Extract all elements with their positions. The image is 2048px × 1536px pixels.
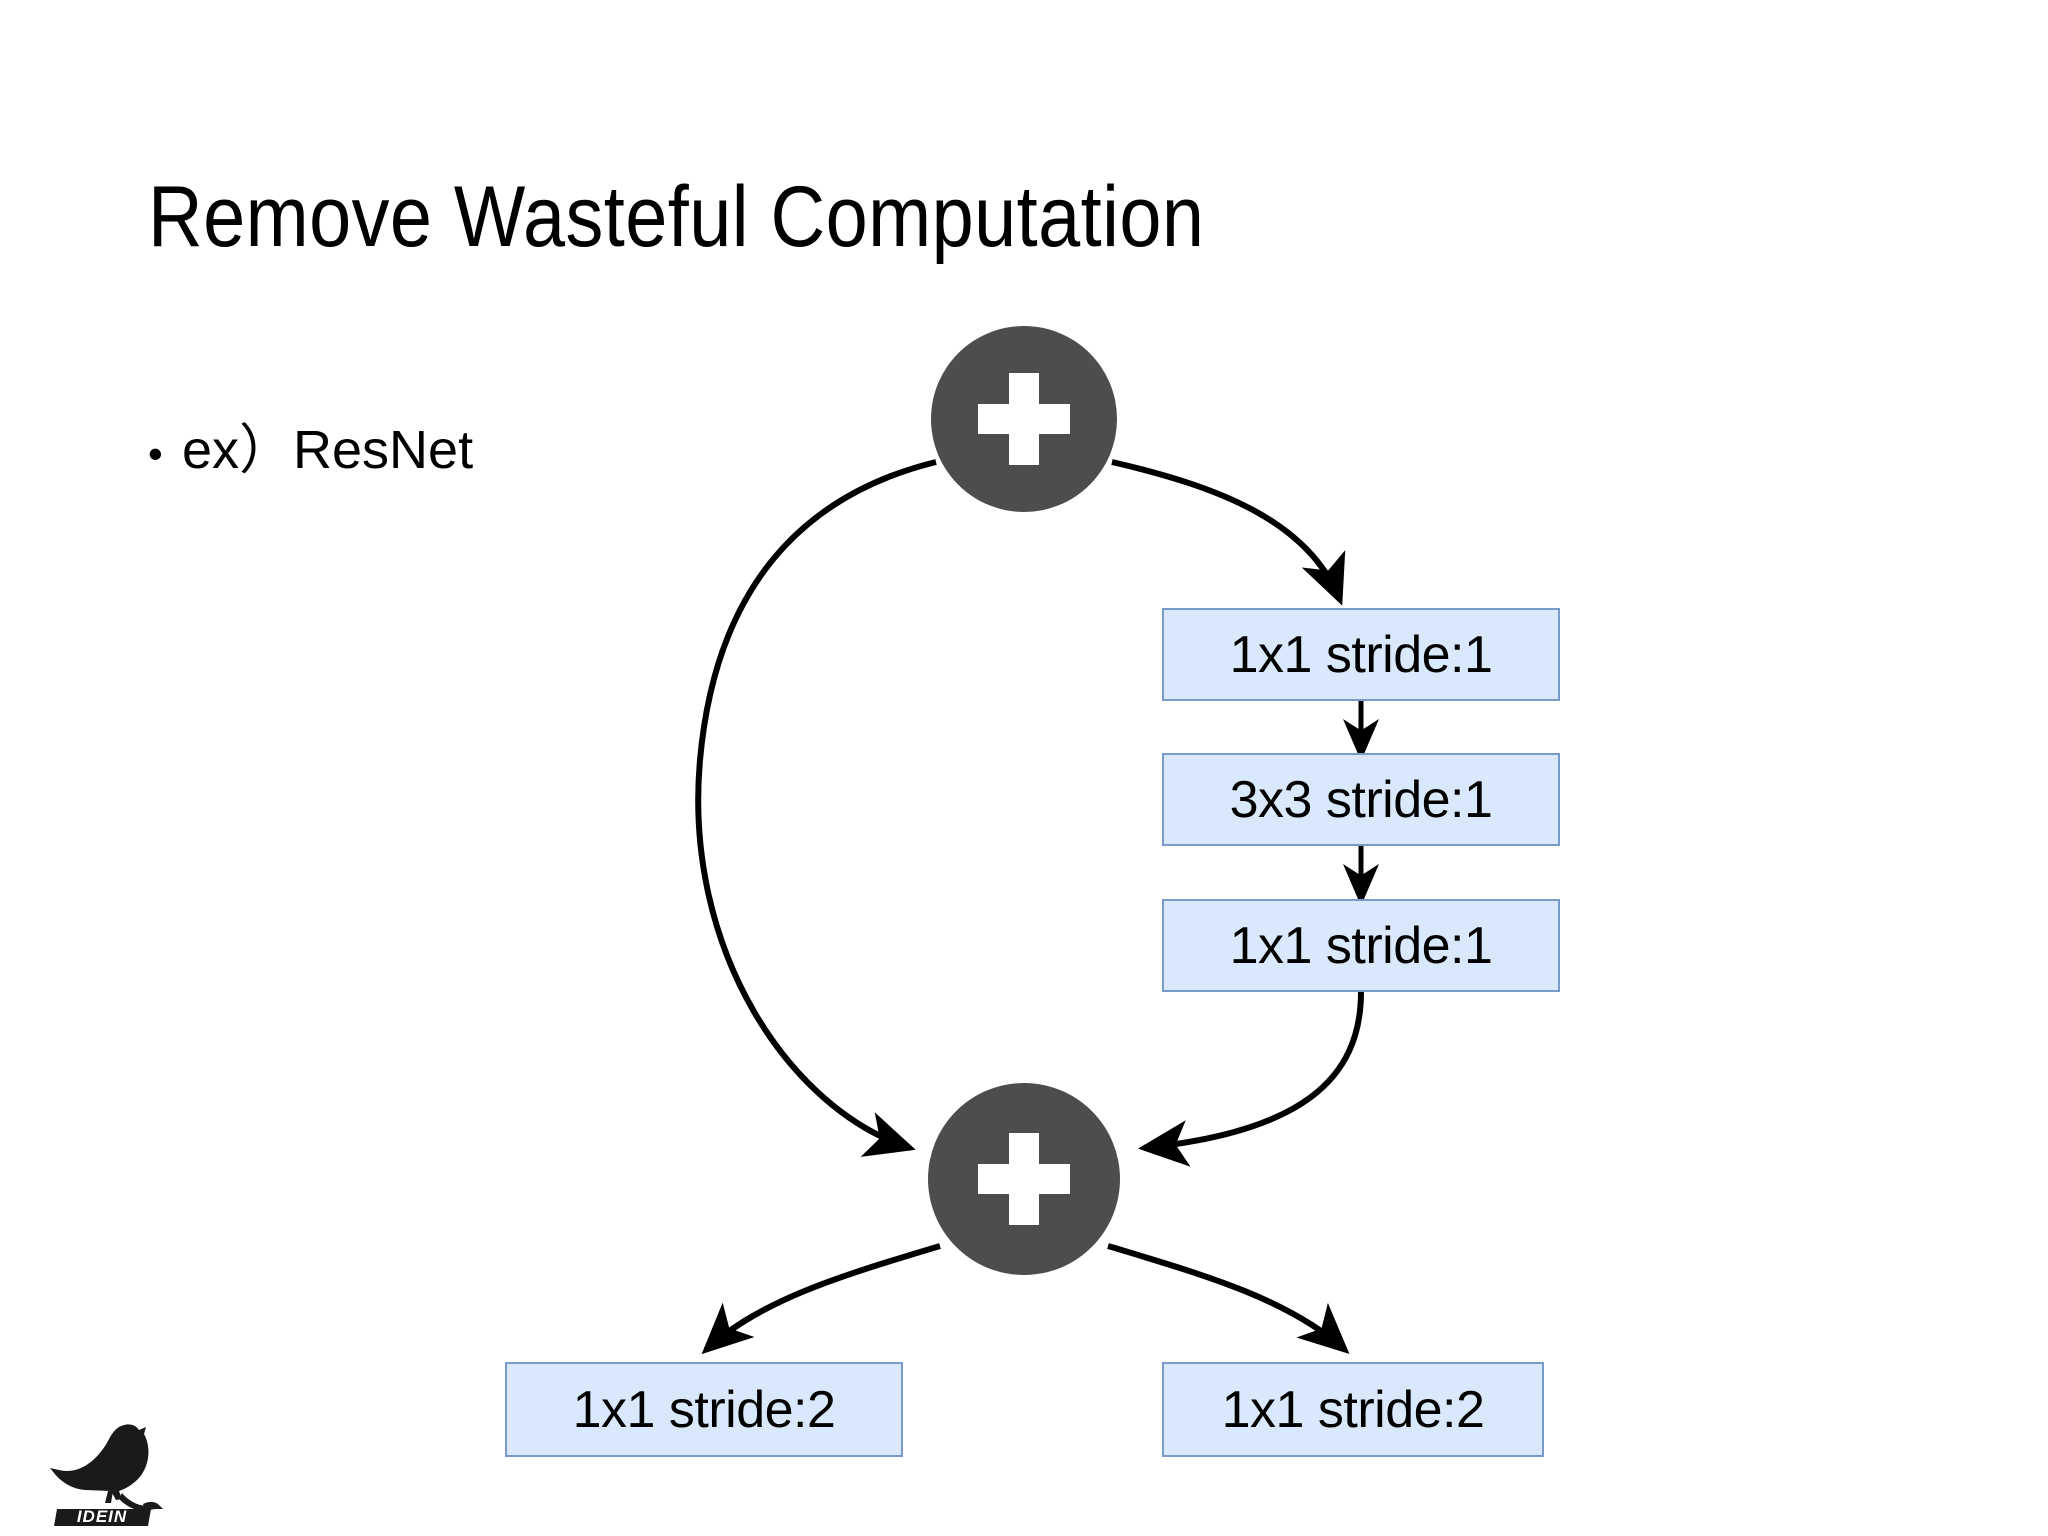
edge-add-middle-to-conv-5 — [1107, 1243, 1350, 1355]
idein-logo: IDEIN — [50, 1424, 163, 1526]
bullet-marker: • — [148, 430, 163, 477]
edge-skip-connection — [695, 459, 937, 1157]
page-title: Remove Wasteful Computation — [148, 169, 1205, 265]
idein-wordmark: IDEIN — [54, 1507, 151, 1526]
adder-node-top[interactable] — [931, 326, 1117, 512]
edge-add-middle-to-conv-4 — [701, 1243, 941, 1355]
idein-wordmark-text: IDEIN — [77, 1507, 127, 1526]
conv-box-label: 3x3 stride:1 — [1229, 770, 1493, 829]
list-item: • ex）ResNet — [148, 405, 473, 484]
conv-box-label: 1x1 stride:2 — [1221, 1380, 1485, 1439]
conv-box-label: 1x1 stride:1 — [1229, 625, 1493, 684]
edge-conv-3-to-add-middle — [1138, 991, 1364, 1167]
conv-box-label: 1x1 stride:2 — [572, 1380, 836, 1439]
conv-box-3[interactable]: 1x1 stride:1 — [1162, 899, 1560, 992]
crow-logo-icon — [50, 1424, 163, 1512]
conv-box-label: 1x1 stride:1 — [1229, 916, 1493, 975]
bullet-text: ex）ResNet — [182, 420, 474, 480]
adder-node-middle[interactable] — [928, 1083, 1120, 1275]
conv-box-4[interactable]: 1x1 stride:2 — [505, 1362, 903, 1457]
conv-box-1[interactable]: 1x1 stride:1 — [1162, 608, 1560, 701]
plus-icon — [978, 373, 1070, 465]
edge-add-top-to-conv-1 — [1111, 459, 1346, 606]
plus-icon — [978, 1133, 1070, 1225]
conv-box-5[interactable]: 1x1 stride:2 — [1162, 1362, 1544, 1457]
bullet-list: • ex）ResNet — [148, 405, 473, 484]
conv-box-2[interactable]: 3x3 stride:1 — [1162, 753, 1560, 846]
